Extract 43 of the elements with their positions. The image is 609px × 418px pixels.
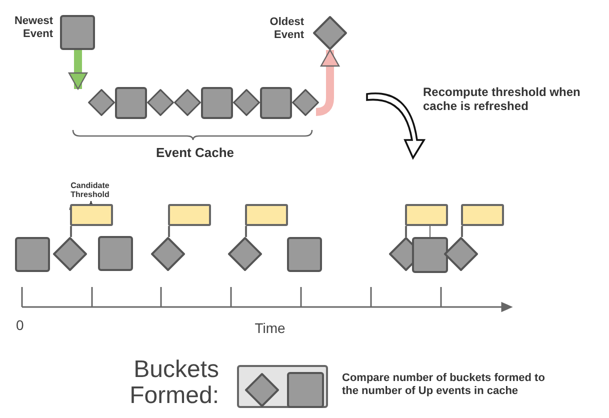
annotation-text: Recompute threshold when cache is refreshed — [423, 85, 582, 114]
event-diamond — [313, 16, 347, 50]
event-diamond — [245, 373, 279, 407]
event-diamond — [174, 89, 201, 116]
event-square — [201, 87, 233, 119]
event-diamond — [389, 237, 412, 271]
threshold-flag — [405, 204, 448, 226]
threshold-flag — [168, 204, 211, 226]
legend-title: Buckets Formed: — [128, 357, 219, 410]
flag-pole — [245, 226, 247, 237]
threshold-flag — [461, 204, 504, 226]
event-square — [15, 237, 50, 272]
event-diamond — [233, 89, 260, 116]
event-diamond — [53, 237, 87, 271]
event-square — [412, 237, 448, 273]
event-diamond — [151, 237, 185, 271]
event-square — [260, 87, 292, 119]
caption: Event Cache — [154, 145, 236, 161]
arrow — [68, 50, 88, 90]
axis-title: Time — [254, 320, 286, 337]
flag-pole — [168, 226, 170, 237]
flag-pole — [461, 226, 463, 237]
event-square — [287, 237, 322, 272]
event-label: Newest Event — [13, 15, 53, 42]
flag-pole — [405, 226, 407, 237]
event-square — [115, 87, 147, 119]
node-label: Candidate Threshold — [70, 182, 110, 200]
flag-pole — [70, 226, 72, 237]
event-square — [60, 15, 95, 50]
threshold-flag — [245, 204, 288, 226]
legend-text: Compare number of buckets formed to the number of Up events in cache — [342, 372, 546, 398]
event-diamond — [444, 237, 478, 271]
bucket-frame — [237, 365, 328, 408]
event-square — [287, 372, 324, 408]
arrow — [316, 49, 340, 116]
event-square — [98, 236, 133, 271]
event-diamond — [228, 237, 262, 271]
threshold-flag — [70, 204, 113, 226]
event-diamond — [147, 89, 174, 116]
event-diamond — [292, 89, 319, 116]
event-label: Oldest Event — [268, 16, 304, 42]
event-diamond — [88, 89, 115, 116]
axis-label: 0 — [16, 317, 25, 334]
